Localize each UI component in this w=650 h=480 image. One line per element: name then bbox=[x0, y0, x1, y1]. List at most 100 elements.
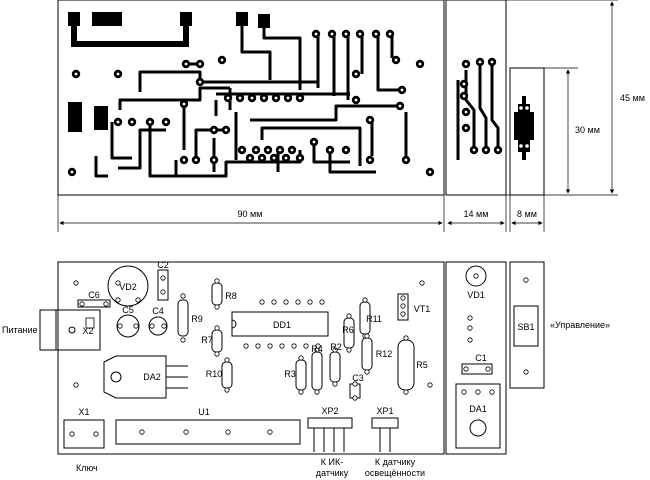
dim-90mm: 90 мм bbox=[238, 209, 263, 219]
label-r5: R5 bbox=[416, 360, 428, 370]
copper-hole bbox=[344, 32, 348, 36]
component-pad bbox=[364, 333, 370, 339]
r3-outline bbox=[295, 359, 307, 391]
copper-hole bbox=[182, 102, 186, 106]
component-pad bbox=[214, 351, 220, 357]
label-r9: R9 bbox=[191, 314, 203, 324]
component-pad bbox=[298, 355, 304, 361]
component-pad bbox=[403, 389, 409, 395]
label-c6: C6 bbox=[88, 290, 100, 300]
component-pad bbox=[279, 343, 285, 349]
copper-hole bbox=[116, 120, 120, 124]
r12-outline bbox=[361, 337, 373, 371]
component-pad bbox=[283, 299, 289, 305]
copper-hole bbox=[74, 72, 78, 76]
r7-outline bbox=[211, 329, 223, 353]
component-pad bbox=[298, 389, 304, 395]
button-copper bbox=[514, 96, 534, 160]
copper-hole bbox=[212, 128, 216, 132]
dim-8mm: 8 мм bbox=[517, 209, 537, 219]
r8-outline bbox=[211, 282, 223, 306]
component-pad bbox=[295, 299, 301, 305]
sensor-board-copper bbox=[445, 0, 507, 196]
r10-outline bbox=[221, 361, 233, 389]
component-pad bbox=[352, 381, 358, 387]
component-pad bbox=[403, 335, 409, 341]
label-key: Ключ bbox=[76, 463, 98, 473]
component-pad bbox=[467, 337, 473, 343]
copper-hole bbox=[354, 72, 358, 76]
copper-pads bbox=[67, 29, 503, 177]
component-pad bbox=[214, 278, 220, 284]
main-board-components bbox=[57, 261, 445, 455]
component-pad bbox=[461, 389, 467, 395]
copper-hole bbox=[224, 128, 228, 132]
component-pad bbox=[400, 303, 406, 309]
copper-hole bbox=[464, 110, 468, 114]
copper-hole bbox=[70, 170, 74, 174]
label-dd1: DD1 bbox=[273, 320, 291, 330]
component-pad bbox=[346, 347, 352, 353]
dd1-chip bbox=[231, 311, 329, 337]
component-pad bbox=[315, 343, 321, 349]
copper-hole bbox=[238, 96, 242, 100]
copper-hole bbox=[490, 60, 494, 64]
label-r8: R8 bbox=[225, 291, 237, 301]
component-pad bbox=[303, 343, 309, 349]
copper-hole bbox=[254, 148, 258, 152]
copper-hole bbox=[462, 94, 466, 98]
da2-regulator bbox=[103, 355, 167, 399]
label-power: Питание bbox=[2, 325, 38, 335]
copper-traces bbox=[94, 26, 500, 178]
label-da2: DA2 bbox=[143, 372, 161, 382]
component-pad bbox=[473, 273, 479, 279]
label-light-sensor-1: К датчику bbox=[375, 457, 416, 467]
component-pad bbox=[133, 323, 139, 329]
label-r4: R4 bbox=[311, 344, 323, 354]
component-pad bbox=[135, 297, 141, 303]
label-u1: U1 bbox=[198, 407, 210, 417]
dim-45mm: 45 мм bbox=[620, 93, 645, 103]
component-pad bbox=[332, 381, 338, 387]
component-pad bbox=[214, 304, 220, 310]
copper-hole bbox=[220, 58, 224, 62]
copper-hole bbox=[404, 158, 408, 162]
dim-30mm: 30 мм bbox=[575, 125, 600, 135]
copper-hole bbox=[368, 118, 372, 122]
copper-hole bbox=[354, 98, 358, 102]
copper-hole bbox=[394, 58, 398, 62]
copper-hole bbox=[312, 140, 316, 144]
component-pad bbox=[160, 289, 166, 295]
component-pad bbox=[419, 280, 425, 286]
component-pad bbox=[259, 299, 265, 305]
label-c5: C5 bbox=[122, 305, 134, 315]
component-pad bbox=[115, 280, 121, 286]
copper-hole bbox=[464, 62, 468, 66]
component-pad bbox=[400, 295, 406, 301]
copper-hole bbox=[290, 148, 294, 152]
r9-outline bbox=[177, 299, 189, 337]
copper-hole bbox=[226, 96, 230, 100]
copper-hole bbox=[398, 104, 402, 108]
label-xp1: XP1 bbox=[376, 406, 393, 416]
label-xp2: XP2 bbox=[321, 406, 338, 416]
component-pad bbox=[214, 325, 220, 331]
copper-hole bbox=[374, 32, 378, 36]
label-vt1: VT1 bbox=[414, 304, 431, 314]
copper-hole bbox=[130, 120, 134, 124]
copper-hole bbox=[400, 88, 404, 92]
copper-hole bbox=[182, 158, 186, 162]
copper-hole bbox=[428, 170, 432, 174]
component-pad bbox=[475, 389, 481, 395]
dimension-lines bbox=[57, 0, 618, 232]
copper-hole bbox=[148, 120, 152, 124]
r5-outline bbox=[397, 339, 415, 391]
component-pad bbox=[243, 343, 249, 349]
copper-hole bbox=[240, 148, 244, 152]
component-pad bbox=[427, 382, 433, 388]
r4-outline bbox=[311, 351, 323, 391]
label-x1: X1 bbox=[78, 407, 89, 417]
label-c2: C2 bbox=[157, 260, 169, 270]
copper-hole bbox=[472, 148, 476, 152]
copper-hole bbox=[260, 156, 264, 160]
